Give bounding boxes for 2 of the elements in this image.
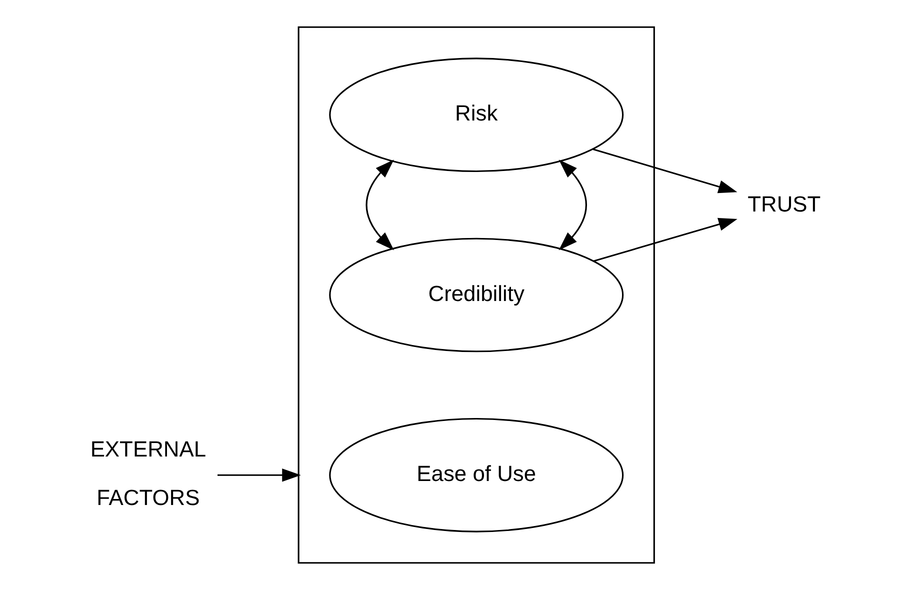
node-text: TRUST: [748, 192, 821, 217]
node-text: EXTERNAL FACTORS: [90, 436, 206, 510]
